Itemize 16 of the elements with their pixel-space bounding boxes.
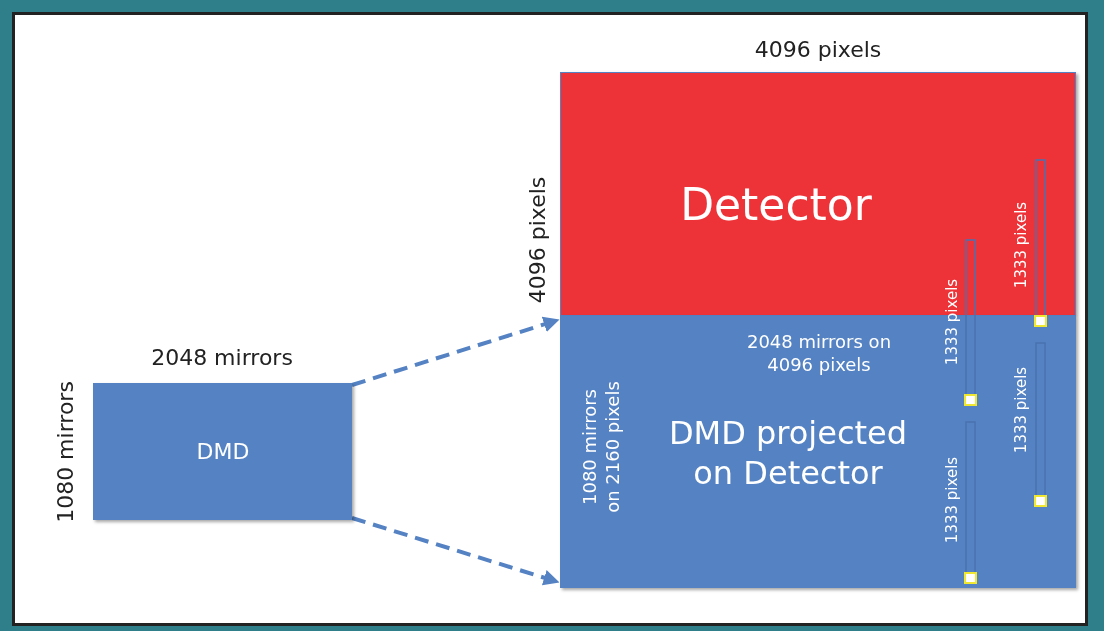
dimension-label: 4096 pixels — [524, 176, 552, 304]
area-title: Detector — [680, 177, 872, 232]
dimension-label: 1080 mirrors on 2160 pixels — [578, 380, 624, 515]
dimension-label: 1333 pixels — [1011, 201, 1031, 289]
dimension-label: 1080 mirrors — [52, 381, 80, 523]
component-label: DMD — [196, 438, 250, 466]
dashed-arrow — [351, 516, 560, 586]
dimension-label: 1333 pixels — [942, 278, 962, 366]
area-title: DMD projected on Detector — [667, 413, 909, 493]
dashed-arrow — [351, 316, 560, 387]
dimension-label: 1333 pixels — [942, 456, 962, 544]
dimension-label: 1333 pixels — [1011, 366, 1031, 454]
dimension-label: 4096 pixels — [754, 36, 882, 64]
component-box — [93, 383, 352, 520]
dimension-label: 2048 mirrors on 4096 pixels — [745, 330, 893, 376]
dimension-label: 2048 mirrors — [151, 344, 293, 372]
